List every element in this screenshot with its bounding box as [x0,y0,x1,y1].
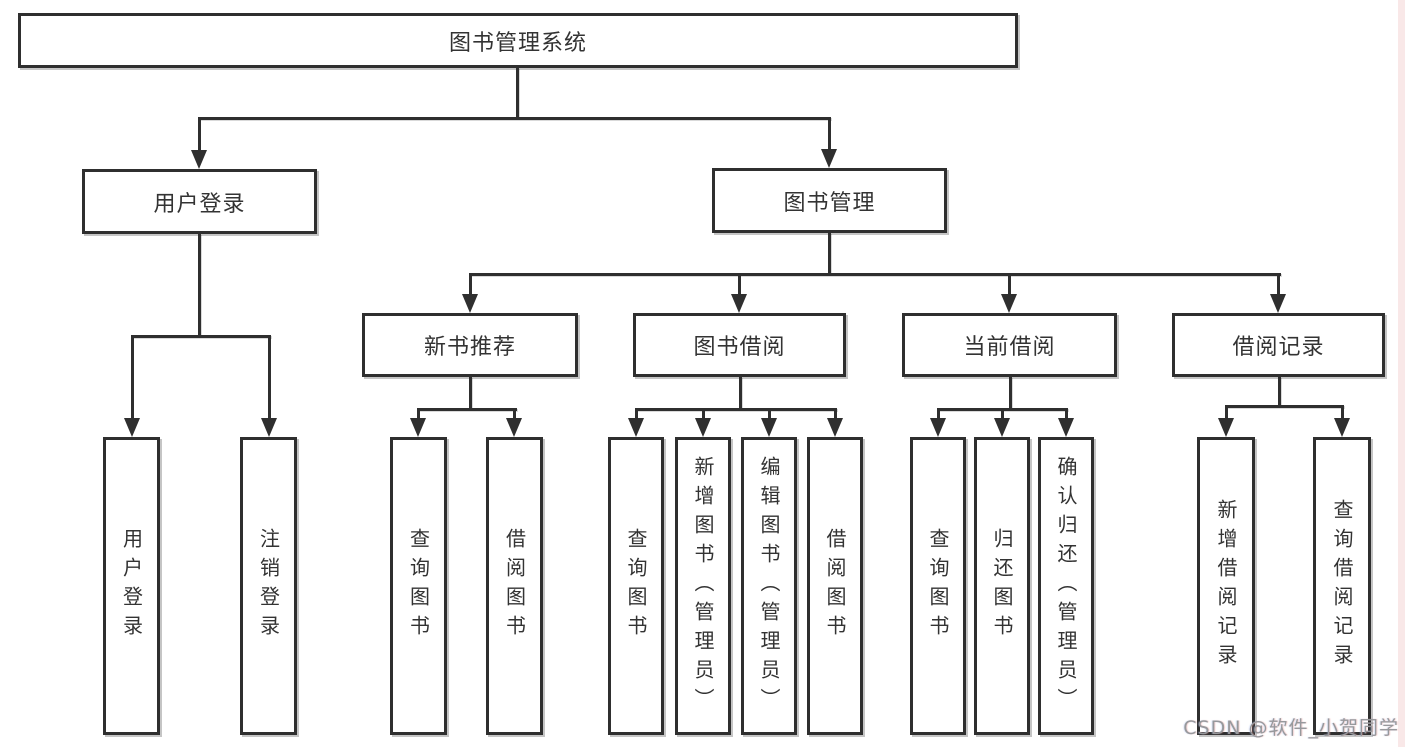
node-root: 图书管理系统 [18,13,1018,68]
arrow-down-icon [628,408,644,437]
leaf-query-book-3-label: 查询图书 [926,528,950,644]
leaf-query-book-1-label: 查询图书 [406,528,431,644]
connector-userlogin-horizontal [131,335,271,338]
arrow-down-icon [821,117,837,168]
connector-level2-horizontal [469,273,1281,276]
connector-bookborrow-down [739,377,742,410]
connector-level1-horizontal [198,117,831,120]
right-edge-tint [1398,0,1405,747]
arrow-down-icon [462,273,478,313]
arrow-down-icon [1058,408,1074,437]
arrow-down-icon [191,117,207,169]
leaf-logout-label: 注销登录 [256,528,281,644]
leaf-confirm-return-admin: 确认归还（管理员） [1038,437,1094,735]
node-book-borrow: 图书借阅 [633,313,846,377]
leaf-return-book-label: 归还图书 [990,528,1014,644]
leaf-logout: 注销登录 [240,437,297,735]
leaf-query-borrow-record: 查询借阅记录 [1313,437,1371,735]
connector-root-down [516,68,519,119]
leaf-borrow-book-2: 借阅图书 [807,437,863,735]
connector-newbook-down [469,377,472,410]
node-current-borrow-label: 当前借阅 [963,335,1056,360]
node-book-management: 图书管理 [712,168,947,233]
connector-currentborrow-down [1009,377,1012,410]
node-root-label: 图书管理系统 [448,30,587,56]
connector-records-horizontal [1225,405,1344,408]
leaf-return-book: 归还图书 [974,437,1030,735]
leaf-confirm-return-admin-label: 确认归还（管理员） [1054,455,1078,717]
leaf-user-login-label: 用户登录 [119,528,144,644]
arrow-down-icon [124,335,140,437]
connector-userlogin-down [198,234,201,337]
leaf-edit-book-admin: 编辑图书（管理员） [741,437,797,735]
leaf-borrow-book-1-label: 借阅图书 [502,528,527,644]
leaf-add-borrow-record-label: 新增借阅记录 [1214,499,1238,673]
connector-newbook-horizontal [418,408,517,411]
connector-bookmgmt-down [828,233,831,275]
node-book-borrow-label: 图书借阅 [693,335,786,360]
arrow-down-icon [1270,273,1286,313]
node-borrow-records: 借阅记录 [1172,313,1385,377]
arrow-down-icon [506,408,522,437]
leaf-query-book-1: 查询图书 [390,437,447,735]
arrow-down-icon [731,273,747,313]
leaf-add-book-admin: 新增图书（管理员） [675,437,731,735]
leaf-borrow-book-2-label: 借阅图书 [823,528,847,644]
node-user-login: 用户登录 [82,169,317,234]
arrow-down-icon [695,408,711,437]
leaf-add-book-admin-label: 新增图书（管理员） [691,455,715,717]
arrow-down-icon [994,408,1010,437]
leaf-edit-book-admin-label: 编辑图书（管理员） [757,455,781,717]
arrow-down-icon [1334,405,1350,437]
arrow-down-icon [930,408,946,437]
arrow-down-icon [827,408,843,437]
node-current-borrow: 当前借阅 [902,313,1117,377]
arrow-down-icon [761,408,777,437]
node-user-login-label: 用户登录 [153,191,246,217]
connector-bookborrow-horizontal [635,408,837,411]
node-borrow-records-label: 借阅记录 [1232,335,1325,360]
node-new-book-recommend-label: 新书推荐 [423,335,516,360]
arrow-down-icon [1001,273,1017,313]
leaf-query-book-2-label: 查询图书 [624,528,648,644]
connector-records-down [1278,377,1281,407]
csdn-watermark: CSDN @软件_小贺同学 [1183,717,1399,739]
arrow-down-icon [1218,405,1234,437]
arrow-down-icon [261,335,277,437]
arrow-down-icon [410,408,426,437]
leaf-query-book-3: 查询图书 [910,437,966,735]
leaf-add-borrow-record: 新增借阅记录 [1197,437,1255,735]
node-book-management-label: 图书管理 [783,190,876,216]
leaf-user-login: 用户登录 [103,437,160,735]
leaf-borrow-book-1: 借阅图书 [486,437,543,735]
node-new-book-recommend: 新书推荐 [362,313,578,377]
leaf-query-book-2: 查询图书 [608,437,664,735]
leaf-query-borrow-record-label: 查询借阅记录 [1330,499,1354,673]
